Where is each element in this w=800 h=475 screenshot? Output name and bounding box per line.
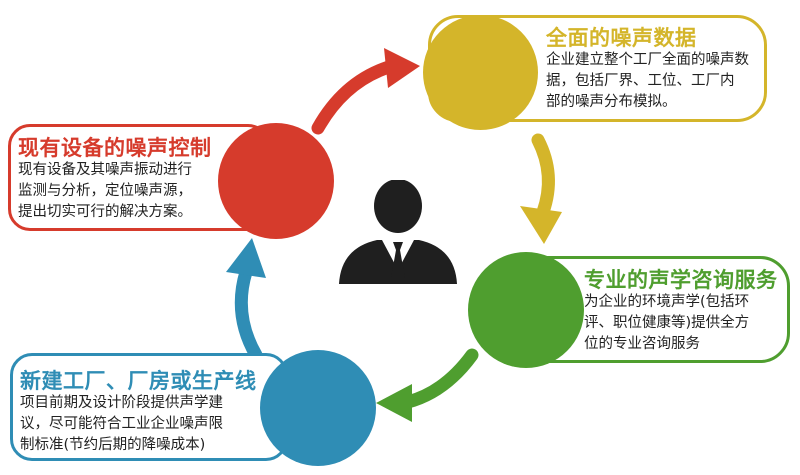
arrow-yellow-icon bbox=[520, 133, 562, 244]
title-right: 专业的声学咨询服务 bbox=[584, 268, 778, 292]
desc-line: 制标准(节约后期的降噪成本) bbox=[20, 437, 206, 453]
circle-left bbox=[218, 123, 334, 239]
title-left: 现有设备的噪声控制 bbox=[18, 136, 212, 160]
desc-top: 企业建立整个工厂全面的噪声数 据，包括厂界、工位、工厂内 部的噪声分布模拟。 bbox=[546, 50, 749, 113]
desc-line: 监测与分析，定位噪声源， bbox=[18, 183, 192, 199]
circle-bottom bbox=[260, 350, 376, 466]
businessman-icon bbox=[339, 180, 457, 284]
desc-line: 提出切实可行的解决方案。 bbox=[18, 204, 192, 220]
desc-line: 评、职位健康等)提供全方 bbox=[584, 315, 750, 331]
desc-line: 议，尽可能符合工业企业噪声限 bbox=[20, 416, 223, 432]
desc-line: 为企业的环境声学(包括环 bbox=[584, 294, 750, 310]
title-top: 全面的噪声数据 bbox=[546, 26, 697, 50]
desc-bottom: 项目前期及设计阶段提供声学建 议，尽可能符合工业企业噪声限 制标准(节约后期的降… bbox=[20, 393, 223, 456]
title-bottom: 新建工厂、厂房或生产线 bbox=[20, 369, 257, 393]
arrow-blue-icon bbox=[226, 238, 266, 362]
desc-line: 项目前期及设计阶段提供声学建 bbox=[20, 395, 223, 411]
desc-left: 现有设备及其噪声振动进行 监测与分析，定位噪声源， 提出切实可行的解决方案。 bbox=[18, 160, 192, 223]
circle-top bbox=[423, 15, 538, 130]
circle-right bbox=[468, 252, 584, 368]
arrow-red-icon bbox=[311, 48, 420, 135]
desc-line: 据，包括厂界、工位、工厂内 bbox=[546, 73, 735, 89]
desc-line: 部的噪声分布模拟。 bbox=[546, 94, 677, 110]
arrow-green-icon bbox=[376, 348, 479, 422]
desc-line: 现有设备及其噪声振动进行 bbox=[18, 162, 192, 178]
desc-right: 为企业的环境声学(包括环 评、职位健康等)提供全方 位的专业咨询服务 bbox=[584, 292, 749, 355]
desc-line: 企业建立整个工厂全面的噪声数 bbox=[546, 52, 749, 68]
desc-line: 位的专业咨询服务 bbox=[584, 336, 700, 352]
